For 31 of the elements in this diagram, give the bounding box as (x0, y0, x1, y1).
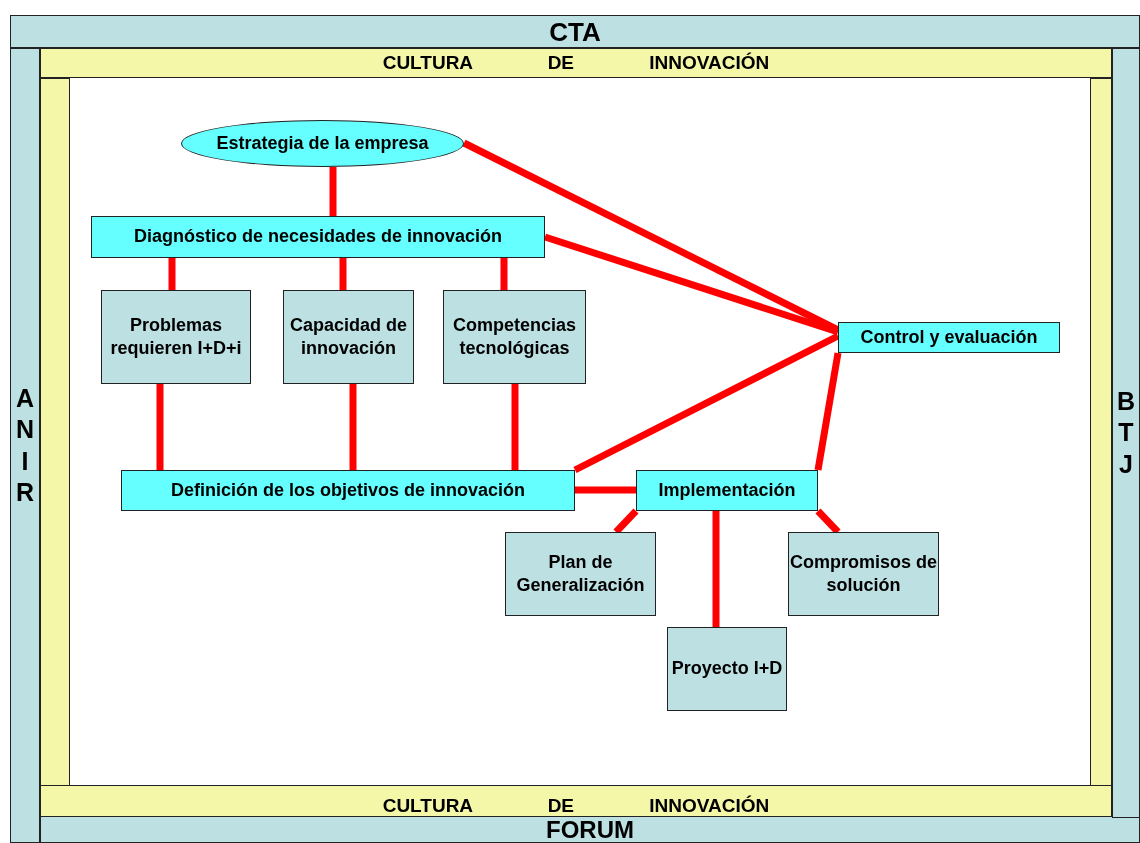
connector-line (543, 233, 840, 336)
process-box: Definición de los objetivos de innovación (121, 470, 575, 511)
process-box: Problemas requieren I+D+i (101, 290, 251, 384)
process-box: Implementación (636, 470, 818, 511)
connector-line (814, 352, 842, 471)
process-box: Compromisos de solución (788, 532, 939, 616)
frame-band: CULTURA DE INNOVACIÓN (40, 785, 1112, 817)
frame-band: BTJ (1112, 48, 1140, 818)
connector-line (511, 384, 519, 470)
ellipse-node: Estrategia de la empresa (181, 120, 464, 167)
process-box: Diagnóstico de necesidades de innovación (91, 216, 545, 258)
connector-line (168, 258, 176, 290)
frame-band: CTA (10, 15, 1140, 48)
connector-line (500, 258, 508, 290)
process-box: Capacidad de innovación (283, 290, 414, 384)
connector-line (156, 384, 164, 470)
connector-line (339, 258, 347, 290)
process-box: Control y evaluación (838, 322, 1060, 353)
connector-line (329, 167, 337, 216)
frame-band (1090, 78, 1112, 788)
process-box: Competencias tecnológicas (443, 290, 586, 384)
connector-line (349, 384, 357, 470)
connector-line (573, 332, 840, 474)
frame-band: FORUM (40, 815, 1140, 843)
process-box: Proyecto I+D (667, 627, 787, 711)
connector-line (712, 511, 720, 627)
frame-band: ANIR (10, 48, 40, 843)
frame-band (40, 78, 70, 788)
connector-line (575, 486, 636, 494)
process-box: Plan de Generalización (505, 532, 656, 616)
frame-band: CULTURA DE INNOVACIÓN (40, 48, 1112, 78)
